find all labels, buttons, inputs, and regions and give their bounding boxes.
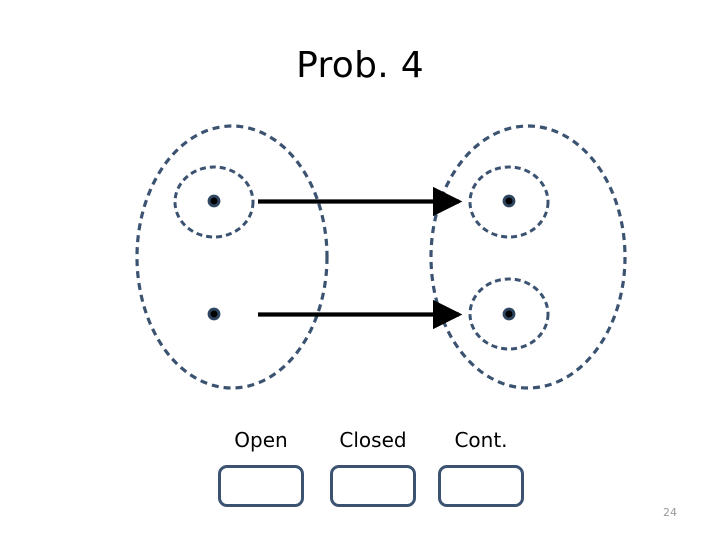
- right-lower-point: [502, 307, 516, 321]
- left-set-ellipse: [135, 124, 329, 390]
- right-upper-point: [502, 194, 516, 208]
- right-set-ellipse: [429, 124, 627, 390]
- answer-box-closed[interactable]: [330, 465, 416, 507]
- left-upper-point: [207, 194, 221, 208]
- column-label-closed: Closed: [339, 428, 407, 452]
- page-number: 24: [663, 506, 677, 519]
- left-lower-point: [207, 307, 221, 321]
- page-title: Prob. 4: [296, 45, 424, 86]
- right-lower-neighborhood-ellipse: [468, 277, 550, 351]
- column-label-cont: Cont.: [454, 428, 508, 452]
- left-upper-neighborhood-ellipse: [173, 165, 255, 239]
- answer-box-open[interactable]: [218, 465, 304, 507]
- right-upper-neighborhood-ellipse: [468, 165, 550, 239]
- column-label-open: Open: [234, 428, 288, 452]
- answer-box-cont[interactable]: [438, 465, 524, 507]
